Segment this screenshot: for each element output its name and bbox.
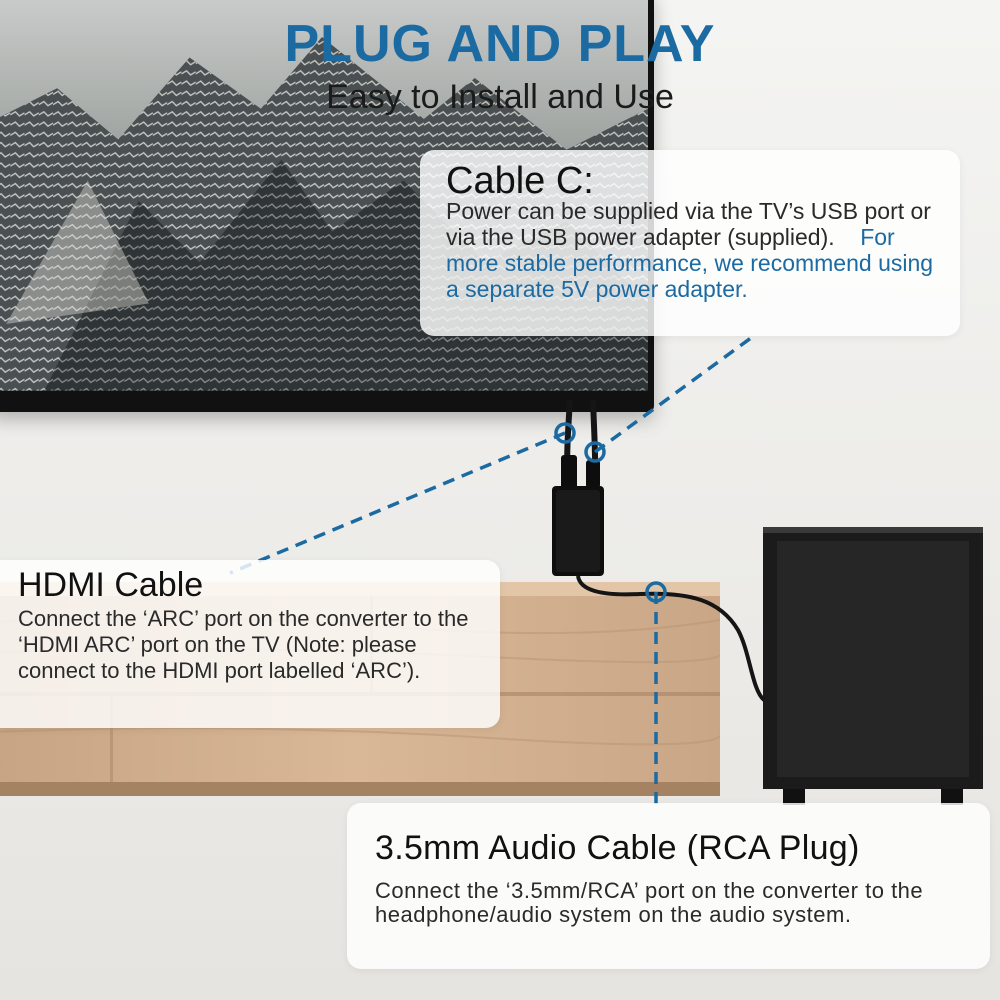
callout-body: Power can be supplied via the TV’s USB p…: [446, 198, 946, 302]
page-title: PLUG AND PLAY: [284, 15, 716, 73]
converter-device: [552, 486, 604, 576]
callout-hdmi: HDMI Cable Connect the ‘ARC’ port on the…: [0, 560, 500, 728]
callout-highlight: For more stable performance, we recommen…: [446, 224, 934, 302]
callout-body: Connect the ‘3.5mm/RCA’ port on the conv…: [375, 878, 924, 927]
callout-heading: Cable C:: [446, 160, 594, 202]
callout-body-text: Power can be supplied via the TV’s USB p…: [446, 198, 931, 250]
callout-audio: 3.5mm Audio Cable (RCA Plug) Connect the…: [347, 803, 990, 969]
callout-heading: 3.5mm Audio Cable (RCA Plug): [375, 829, 860, 867]
callout-heading: HDMI Cable: [18, 566, 204, 604]
callout-cable-c: Cable C: Power can be supplied via the T…: [420, 150, 960, 336]
subwoofer-illustration: [763, 527, 983, 807]
callout-body: Connect the ‘ARC’ port on the converter …: [18, 606, 469, 683]
page-subtitle: Easy to Install and Use: [326, 78, 674, 116]
